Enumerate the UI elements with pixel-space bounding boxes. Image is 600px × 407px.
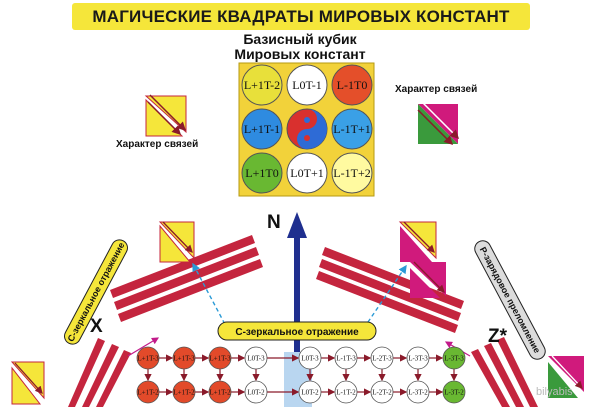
lattice-node: L-1T-2 [334, 380, 358, 404]
lattice-node-label: L-2T-2 [372, 389, 392, 397]
cube-cell-0: L+1T-2 [241, 64, 283, 106]
cube-cell-label: L0T-1 [292, 78, 322, 92]
bond-icon-lower-right [548, 355, 584, 398]
cube-cell-label: L+1T0 [245, 166, 278, 180]
bond-icon-right-magenta [410, 261, 446, 298]
lattice-node: L+1T-3 [208, 346, 232, 370]
cube-cell-label: L0T+1 [290, 166, 323, 180]
lattice-node: L+1T-3 [172, 346, 196, 370]
lattice-node: L+1T-2 [172, 380, 196, 404]
c-mirror-center-pill: С-зеркальное отражение [217, 321, 377, 341]
lattice-node-label: L+1T-2 [209, 389, 231, 397]
lattice-node-label: L0T-3 [247, 355, 265, 363]
lattice-node-label: L-3T-3 [444, 355, 464, 363]
bond-icon-upper-right [398, 221, 437, 262]
stripes-lower-left [68, 338, 131, 407]
lattice-node: L0T-2 [298, 380, 322, 404]
axis-n-arrow [287, 212, 307, 352]
lattice-node-label: L+1T-2 [137, 389, 159, 397]
dashed-arrow-right [363, 264, 407, 329]
dashed-arrow-left [192, 262, 229, 331]
header-bar: МАГИЧЕСКИЕ КВАДРАТЫ МИРОВЫХ КОНСТАНТ [72, 3, 530, 30]
cube-cell-label: L-1T+1 [333, 122, 370, 136]
magenta-arrow-left [127, 337, 160, 357]
lattice-node-label: L+1T-3 [173, 355, 195, 363]
cube-cell-label: L+1T-1 [244, 122, 280, 136]
lattice-node: L0T-2 [244, 380, 268, 404]
axis-z-label: Z* [488, 326, 507, 347]
bond-icon-upper-left [158, 221, 195, 263]
page-title: МАГИЧЕСКИЕ КВАДРАТЫ МИРОВЫХ КОНСТАНТ [92, 6, 510, 26]
cube-title-line1: Базисный кубик [243, 31, 357, 47]
stripes-left [110, 235, 263, 322]
cube-cell-1: L0T-1 [286, 64, 328, 106]
lattice-node-label: L-3T-3 [408, 355, 428, 363]
cube-cell-label: L+1T-2 [244, 78, 280, 92]
lattice-node-label: L-3T-2 [408, 389, 428, 397]
lattice-node-label: L-1T-3 [336, 355, 356, 363]
cube-cell-8: L-1T+2 [331, 152, 373, 194]
stripes-lower-right [471, 337, 538, 407]
lattice: L+1T-3 L+1T-3 L+1T-3 L0T-3 L0T-3 L-1T-3 L-2T-3… [136, 346, 466, 407]
lattice-node: L-3T-3 [442, 346, 466, 370]
cube-cell-3: L+1T-1 [241, 108, 283, 150]
lattice-node-label: L+1T-3 [137, 355, 159, 363]
axis-x-label: X [90, 316, 103, 337]
cube-title-line2: Мировых констант [234, 46, 366, 62]
lattice-node: L+1T-3 [136, 346, 160, 370]
lattice-node: L-2T-2 [370, 380, 394, 404]
lattice-node-label: L0T-3 [301, 355, 319, 363]
lattice-node: L-3T-2 [442, 380, 466, 404]
lattice-node: L0T-3 [298, 346, 322, 370]
lattice-node-label: L-1T-2 [336, 389, 356, 397]
lattice-node: L+1T-2 [208, 380, 232, 404]
lattice-node-label: L0T-2 [301, 389, 319, 397]
lattice-node: L0T-3 [244, 346, 268, 370]
p-charge-pill: Р-зарядовое преломление [474, 240, 546, 360]
c-mirror-center-text: С-зеркальное отражение [235, 327, 359, 338]
cube-cell-label: L-1T+2 [333, 166, 370, 180]
watermark: bilyabis [536, 386, 573, 398]
cube-cell-4 [286, 108, 328, 150]
lattice-node-label: L0T-2 [247, 389, 265, 397]
lattice-node-label: L+1T-2 [173, 389, 195, 397]
bond-label-left: Характер связей [116, 139, 199, 150]
bond-icon-left [144, 94, 187, 137]
lattice-node: L-1T-3 [334, 346, 358, 370]
bond-icon-right [417, 101, 460, 146]
lattice-node: L+1T-2 [136, 380, 160, 404]
lattice-node-label: L-3T-2 [444, 389, 464, 397]
bond-icon-lower-left [10, 361, 45, 405]
cube-cell-2: L-1T0 [331, 64, 373, 106]
cube-cell-5: L-1T+1 [331, 108, 373, 150]
lattice-node: L-2T-3 [370, 346, 394, 370]
lattice-node: L-3T-3 [406, 346, 430, 370]
lattice-node: L-3T-2 [406, 380, 430, 404]
cube-cell-label: L-1T0 [337, 78, 368, 92]
lattice-node-label: L-2T-3 [372, 355, 392, 363]
lattice-node-label: L+1T-3 [209, 355, 231, 363]
cube-cell-6: L+1T0 [241, 152, 283, 194]
cube-cell-7: L0T+1 [286, 152, 328, 194]
bond-label-right: Характер связей [395, 84, 478, 95]
axis-n-label: N [267, 212, 281, 233]
